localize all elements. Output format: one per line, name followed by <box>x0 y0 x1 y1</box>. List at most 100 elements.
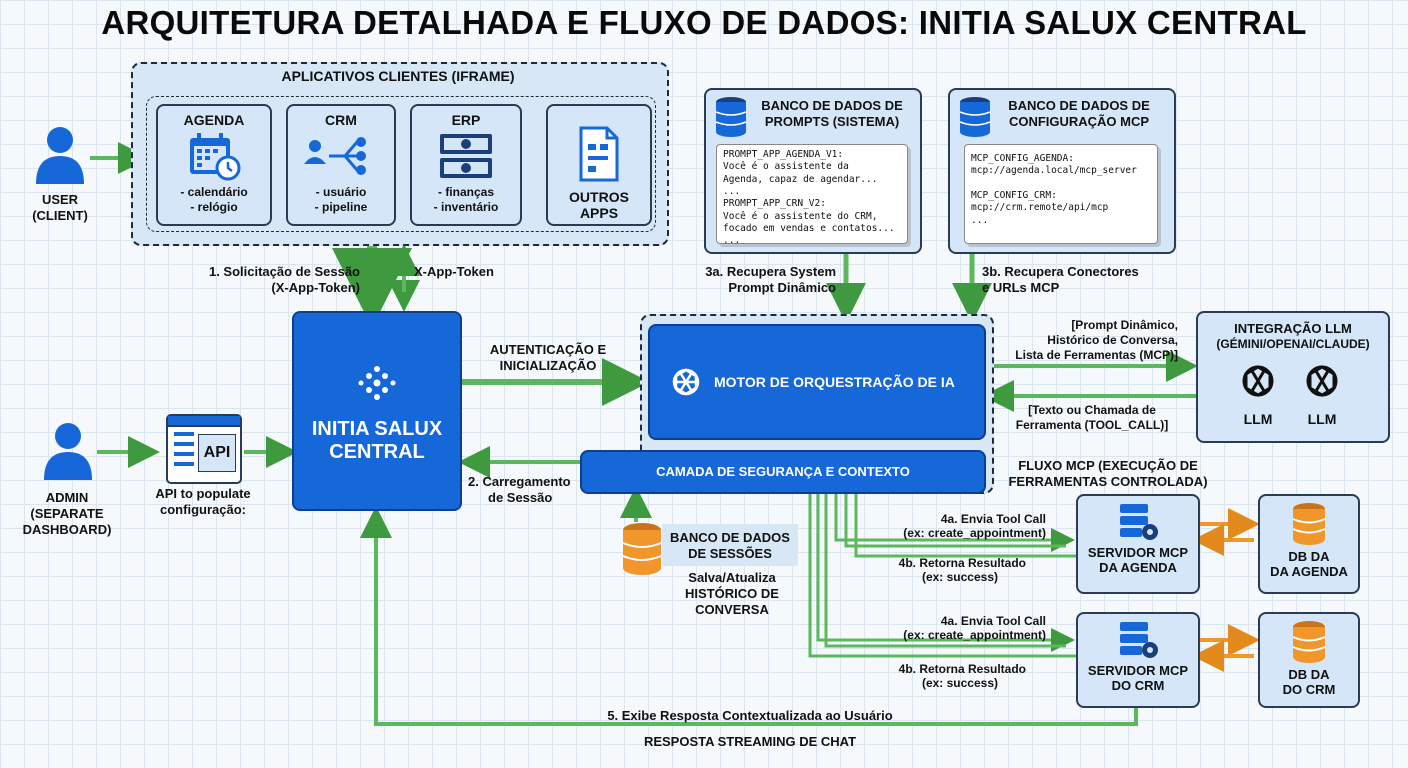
flow-session-request-1: 1. Solicitação de Sessão <box>208 264 360 279</box>
llm-logo-icon <box>1242 365 1274 397</box>
flow-session-request-2: (X-App-Token) <box>271 280 360 295</box>
sessions-db-desc-2: HISTÓRICO DE <box>685 586 779 601</box>
api-window-icon[interactable]: API <box>166 414 242 484</box>
client-apps-group-title: APLICATIVOS CLIENTES (IFRAME) <box>281 68 515 84</box>
flow-llm-in-1: [Texto ou Chamada de <box>1028 403 1156 417</box>
central-logo-icon <box>358 366 396 400</box>
app-outros-line1: OUTROS <box>569 189 629 205</box>
agenda-return-1: 4b. Retorna Resultado <box>898 556 1026 570</box>
server-gear-icon <box>1120 504 1158 540</box>
page-title: ARQUITETURA DETALHADA E FLUXO DE DADOS: … <box>101 4 1307 41</box>
app-erp-line1: - finanças <box>437 185 494 199</box>
security-context-layer[interactable]: CAMADA DE SEGURANÇA E CONTEXTO <box>580 450 986 494</box>
flow-x-app-token: X-App-Token <box>414 264 494 279</box>
database-icon <box>715 97 747 137</box>
sessions-db-title-1: BANCO DE DADOS <box>670 530 790 545</box>
flow-response: 5. Exibe Resposta Contextualizada ao Usu… <box>607 708 893 723</box>
flow-prompt-1: 3a. Recupera System <box>705 264 836 279</box>
app-card-crm[interactable]: CRM - usuário - pipeline <box>286 104 396 226</box>
flow-mcp-1: 3b. Recupera Conectores <box>982 264 1139 279</box>
mcp-server-crm[interactable]: SERVIDOR MCP DO CRM <box>1076 612 1200 708</box>
sessions-db-title-2: DE SESSÕES <box>688 546 772 561</box>
app-card-outros[interactable]: OUTROS APPS <box>546 104 652 226</box>
flow-mcp-2: e URLs MCP <box>982 280 1060 295</box>
flow-prompt-2: Prompt Dinâmico <box>728 280 836 295</box>
mcp-db-document: MCP_CONFIG_AGENDA: mcp://agenda.local/mc… <box>964 144 1158 244</box>
flow-load-2: de Sessão <box>488 490 553 505</box>
agenda-send-1: 4a. Envia Tool Call <box>940 512 1046 526</box>
sessions-db-title-bg <box>662 524 798 566</box>
app-agenda-name: AGENDA <box>183 112 245 128</box>
mcp-db-content: MCP_CONFIG_AGENDA: mcp://agenda.local/mc… <box>971 153 1137 226</box>
sessions-db-desc-3: CONVERSA <box>695 602 769 617</box>
database-icon <box>959 97 991 137</box>
app-crm-line1: - usuário <box>315 185 367 199</box>
ai-orchestration-engine[interactable]: MOTOR DE ORQUESTRAÇÃO DE IA <box>648 324 986 440</box>
app-erp-name: ERP <box>451 112 481 128</box>
admin-avatar-icon <box>44 423 92 480</box>
llm-title-2: (GÉMINI/OPENAI/CLAUDE) <box>1216 337 1370 351</box>
db-crm-line2: DO CRM <box>1282 682 1336 697</box>
admin-label-3: DASHBOARD) <box>22 522 112 537</box>
mcp-flow-title-1: FLUXO MCP (EXECUÇÃO DE <box>1018 458 1198 473</box>
crm-return-1: 4b. Retorna Resultado <box>898 662 1026 676</box>
agenda-return-2: (ex: success) <box>921 570 998 584</box>
llm-integration[interactable]: INTEGRAÇÃO LLM (GÉMINI/OPENAI/CLAUDE) LL… <box>1196 311 1390 443</box>
api-label-2: configuração: <box>160 502 246 517</box>
crm-send-1: 4a. Envia Tool Call <box>940 614 1046 628</box>
db-agenda-line1: DB DA <box>1288 549 1330 564</box>
money-icon <box>440 134 492 178</box>
mcp-db-title-1: BANCO DE DADOS DE <box>1008 98 1150 113</box>
admin-label-2: (SEPARATE <box>30 506 104 521</box>
prompts-db-title-1: BANCO DE DADOS DE <box>761 98 903 113</box>
prompts-database[interactable]: BANCO DE DADOS DE PROMPTS (SISTEMA) PROM… <box>704 88 922 254</box>
app-crm-name: CRM <box>325 112 357 128</box>
mcp-flow-title-2: FERRAMENTAS CONTROLADA) <box>1008 474 1208 489</box>
llm-model-2: LLM <box>1307 411 1337 427</box>
crm-return-2: (ex: success) <box>921 676 998 690</box>
sessions-database-icon <box>622 523 662 575</box>
app-card-agenda[interactable]: AGENDA - calendário - relógio <box>156 104 272 226</box>
mcp-db-title-2: CONFIGURAÇÃO MCP <box>1008 114 1150 129</box>
mcp-agenda-line1: SERVIDOR MCP <box>1087 545 1189 560</box>
user-pipeline-icon <box>304 137 366 175</box>
sessions-db-desc-1: Salva/Atualiza <box>688 570 776 585</box>
db-crm-line1: DB DA <box>1288 667 1330 682</box>
flow-llm-out-2: Histórico de Conversa, <box>1047 333 1178 347</box>
app-card-erp[interactable]: ERP - finanças - inventário <box>410 104 522 226</box>
flow-auth-1: AUTENTICAÇÃO E <box>489 342 607 357</box>
db-agenda[interactable]: DB DA DA AGENDA <box>1258 494 1360 594</box>
database-icon <box>1292 621 1326 663</box>
llm-title-1: INTEGRAÇÃO LLM <box>1234 321 1352 336</box>
app-agenda-line1: - calendário <box>180 185 248 199</box>
client-apps-inner <box>146 96 656 232</box>
user-avatar-icon <box>36 127 84 184</box>
central-title-2: CENTRAL <box>329 441 425 463</box>
agenda-send-2: (ex: create_appointment) <box>903 526 1046 540</box>
server-gear-icon <box>1120 622 1158 658</box>
flow-streaming: RESPOSTA STREAMING DE CHAT <box>643 734 857 749</box>
mcp-agenda-line2: DA AGENDA <box>1099 560 1177 575</box>
mcp-crm-line2: DO CRM <box>1111 678 1165 693</box>
app-agenda-line2: - relógio <box>190 200 238 214</box>
app-outros-line2: APPS <box>579 205 619 221</box>
llm-model-1: LLM <box>1243 411 1273 427</box>
api-text: API <box>198 434 236 472</box>
mcp-server-agenda[interactable]: SERVIDOR MCP DA AGENDA <box>1076 494 1200 594</box>
mcp-config-database[interactable]: BANCO DE DADOS DE CONFIGURAÇÃO MCP MCP_C… <box>948 88 1176 254</box>
user-label-1: USER <box>41 192 79 207</box>
calendar-clock-icon <box>190 133 241 181</box>
app-erp-line2: - inventário <box>433 200 499 214</box>
api-label-1: API to populate <box>155 486 251 501</box>
db-crm[interactable]: DB DA DO CRM <box>1258 612 1360 708</box>
flow-auth-2: INICIALIZAÇÃO <box>499 358 597 373</box>
initia-salux-central[interactable]: INITIA SALUX CENTRAL <box>292 311 462 511</box>
flow-llm-in-2: Ferramenta (TOOL_CALL)] <box>1015 418 1169 432</box>
prompts-db-title-2: PROMPTS (SISTEMA) <box>764 114 900 129</box>
mcp-crm-line1: SERVIDOR MCP <box>1087 663 1189 678</box>
flow-llm-out-3: Lista de Ferramentas (MCP)] <box>1015 348 1178 362</box>
central-title-1: INITIA SALUX <box>311 418 443 440</box>
crm-send-2: (ex: create_appointment) <box>903 628 1046 642</box>
flow-load-1: 2. Carregamento <box>468 474 571 489</box>
